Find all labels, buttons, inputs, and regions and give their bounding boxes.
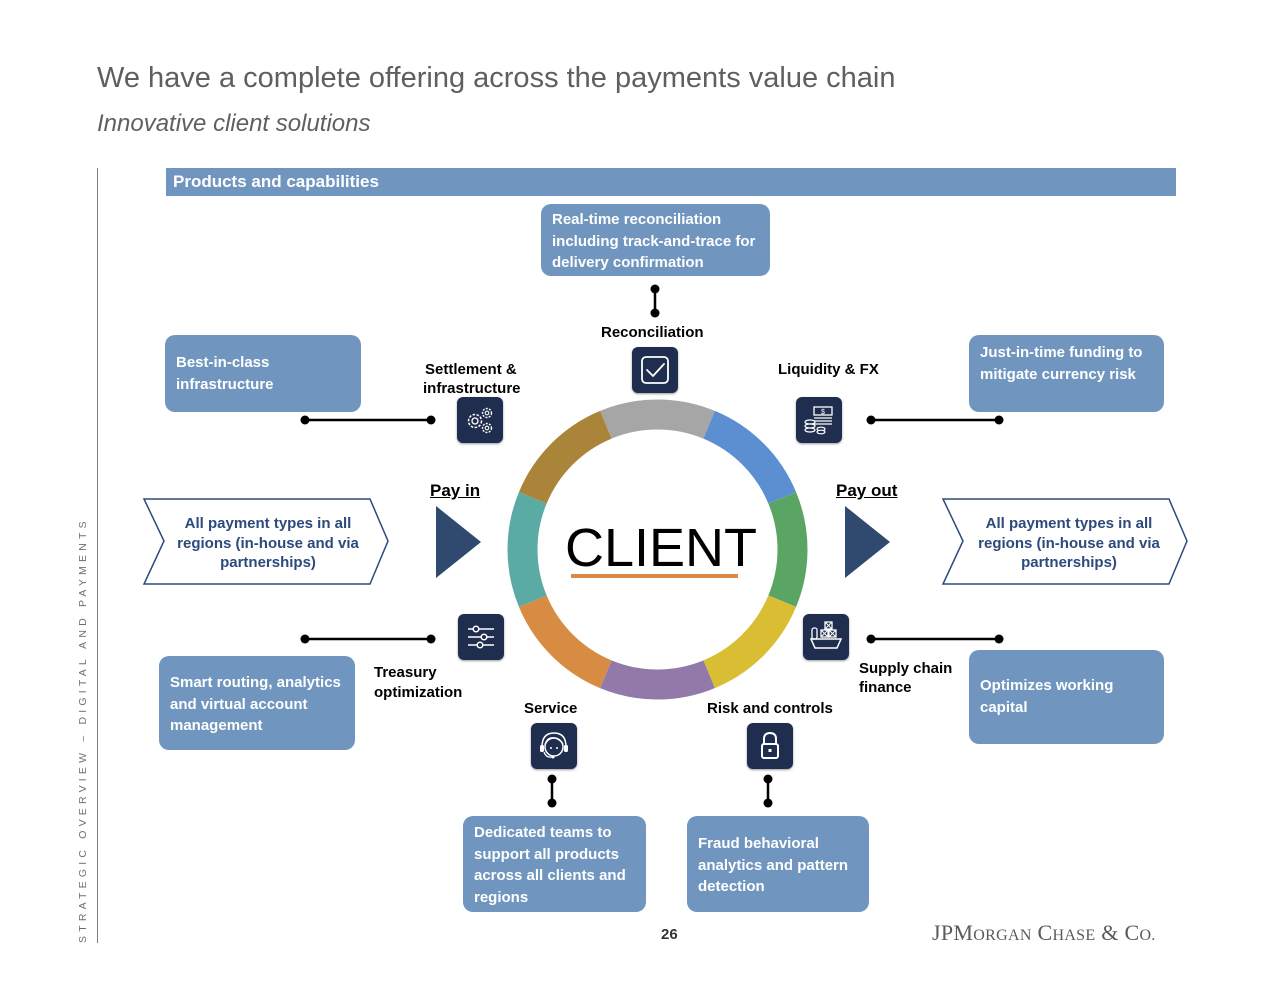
risk-icon-tile xyxy=(747,723,793,769)
logo-part: C xyxy=(1037,920,1053,945)
logo-part: M xyxy=(953,920,974,945)
ring-segment-pay-out xyxy=(768,492,808,607)
gears-icon xyxy=(467,407,493,434)
supply-chain-label-line1: Supply chain xyxy=(859,660,953,677)
padlock-icon xyxy=(761,731,779,759)
risk-connector xyxy=(763,774,773,808)
service-icon-tile xyxy=(531,723,577,769)
client-underline xyxy=(571,574,738,578)
settlement-label-line1: Settlement & xyxy=(425,361,517,378)
supply-chain-label-line2: finance xyxy=(859,679,912,696)
ring-segment-supply-chain-finance xyxy=(703,595,797,689)
settlement-connector xyxy=(300,415,436,425)
headset-agent-icon xyxy=(540,732,568,759)
settlement-label-line2: infrastructure xyxy=(423,380,521,397)
section-header-bar: Products and capabilities xyxy=(166,168,1176,196)
treasury-label-line2: optimization xyxy=(374,684,463,701)
ring-segment-liquidity-fx xyxy=(703,410,797,504)
ring-segment-settlement xyxy=(518,410,612,504)
reconciliation-description-box: Real-time reconciliation including track… xyxy=(541,204,770,276)
logo-part: C xyxy=(1124,920,1140,945)
pay-in-heading: Pay in xyxy=(430,481,481,500)
liquidity-description-box: Just-in-time funding to mitigate currenc… xyxy=(969,335,1164,412)
pay-in-arrow xyxy=(436,506,481,578)
treasury-icon-tile xyxy=(458,614,504,660)
liquidity-label: Liquidity & FX xyxy=(778,361,879,378)
logo-part: HASE xyxy=(1052,927,1096,944)
reconciliation-label: Reconciliation xyxy=(601,324,704,341)
risk-label: Risk and controls xyxy=(707,700,833,717)
logo-part: JP xyxy=(932,920,954,945)
company-logo: JPMORGAN CHASE & CO. xyxy=(932,920,1156,946)
ring-segment-service xyxy=(518,595,612,689)
ring-segment-treasury xyxy=(507,492,547,607)
left-divider xyxy=(97,168,98,943)
ring-segment-reconciliation xyxy=(600,399,715,439)
risk-description-box: Fraud behavioral analytics and pattern d… xyxy=(687,816,869,912)
money-coins-icon: $ xyxy=(804,406,833,435)
supply-chain-description-box: Optimizes working capital xyxy=(969,650,1164,744)
page-title: We have a complete offering across the p… xyxy=(97,62,896,94)
page-number: 26 xyxy=(661,926,678,943)
client-ring xyxy=(507,399,808,700)
pay-out-heading: Pay out xyxy=(836,481,898,500)
pay-in-description: All payment types in all regions (in-hou… xyxy=(177,515,359,571)
pay-out-description: All payment types in all regions (in-hou… xyxy=(978,515,1160,571)
ring-segment-risk-controls xyxy=(600,660,715,700)
side-section-label: STRATEGIC OVERVIEW – DIGITAL AND PAYMENT… xyxy=(77,517,89,943)
settlement-description-box: Best-in-class infrastructure xyxy=(165,335,361,412)
service-label: Service xyxy=(524,700,578,717)
service-connector xyxy=(547,774,557,808)
logo-part: & xyxy=(1095,920,1125,945)
checkbox-icon xyxy=(641,356,669,384)
supply-chain-connector xyxy=(866,634,1004,644)
service-description-box: Dedicated teams to support all products … xyxy=(463,816,646,912)
client-label: CLIENT xyxy=(565,518,758,578)
logo-part: ORGAN xyxy=(973,927,1032,944)
reconciliation-icon-tile xyxy=(632,347,678,393)
liquidity-connector xyxy=(866,415,1004,425)
treasury-description-box: Smart routing, analytics and virtual acc… xyxy=(159,656,355,750)
treasury-label-line1: Treasury xyxy=(374,664,437,681)
svg-text:$: $ xyxy=(821,409,825,416)
pay-out-arrow xyxy=(845,506,890,578)
pay-in-chevron xyxy=(142,498,389,585)
treasury-connector xyxy=(300,634,436,644)
supply-chain-icon-tile xyxy=(803,614,849,660)
logo-part: O. xyxy=(1139,927,1156,944)
liquidity-icon-tile: $ xyxy=(796,397,842,443)
reconciliation-connector xyxy=(650,284,660,318)
sliders-icon xyxy=(468,625,494,649)
cargo-ship-icon xyxy=(809,621,843,649)
page-subtitle: Innovative client solutions xyxy=(97,110,371,137)
settlement-icon-tile xyxy=(457,397,503,443)
pay-out-chevron xyxy=(941,498,1188,585)
